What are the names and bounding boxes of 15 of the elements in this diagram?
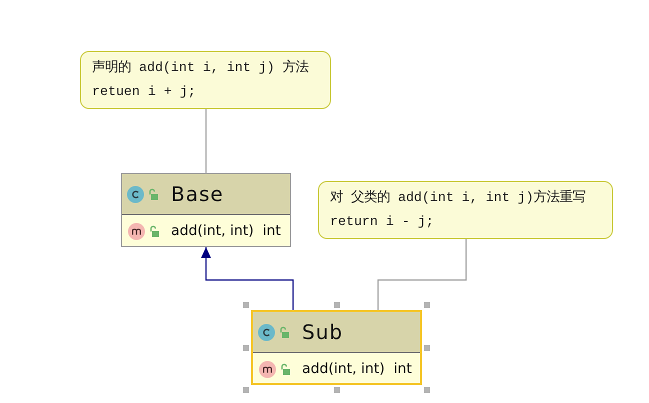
note-box bbox=[318, 181, 613, 239]
method-signature: add(int, int) int bbox=[171, 222, 281, 240]
class-name: Base bbox=[171, 182, 224, 206]
note-text: 对 父类的 add(int i, int j)方法重写 bbox=[330, 190, 586, 206]
class-name: Sub bbox=[302, 320, 344, 344]
class-box bbox=[251, 310, 422, 385]
arrow bbox=[201, 247, 294, 310]
connector-line bbox=[377, 239, 467, 310]
note-box bbox=[80, 51, 331, 109]
note-text: retuen i + j; bbox=[92, 84, 196, 100]
method-signature: add(int, int) int bbox=[302, 360, 412, 378]
note-text: 声明的 add(int i, int j) 方法 bbox=[92, 60, 309, 76]
connector-line bbox=[205, 109, 207, 173]
note-text: return i - j; bbox=[330, 214, 434, 230]
class-box bbox=[121, 173, 291, 247]
